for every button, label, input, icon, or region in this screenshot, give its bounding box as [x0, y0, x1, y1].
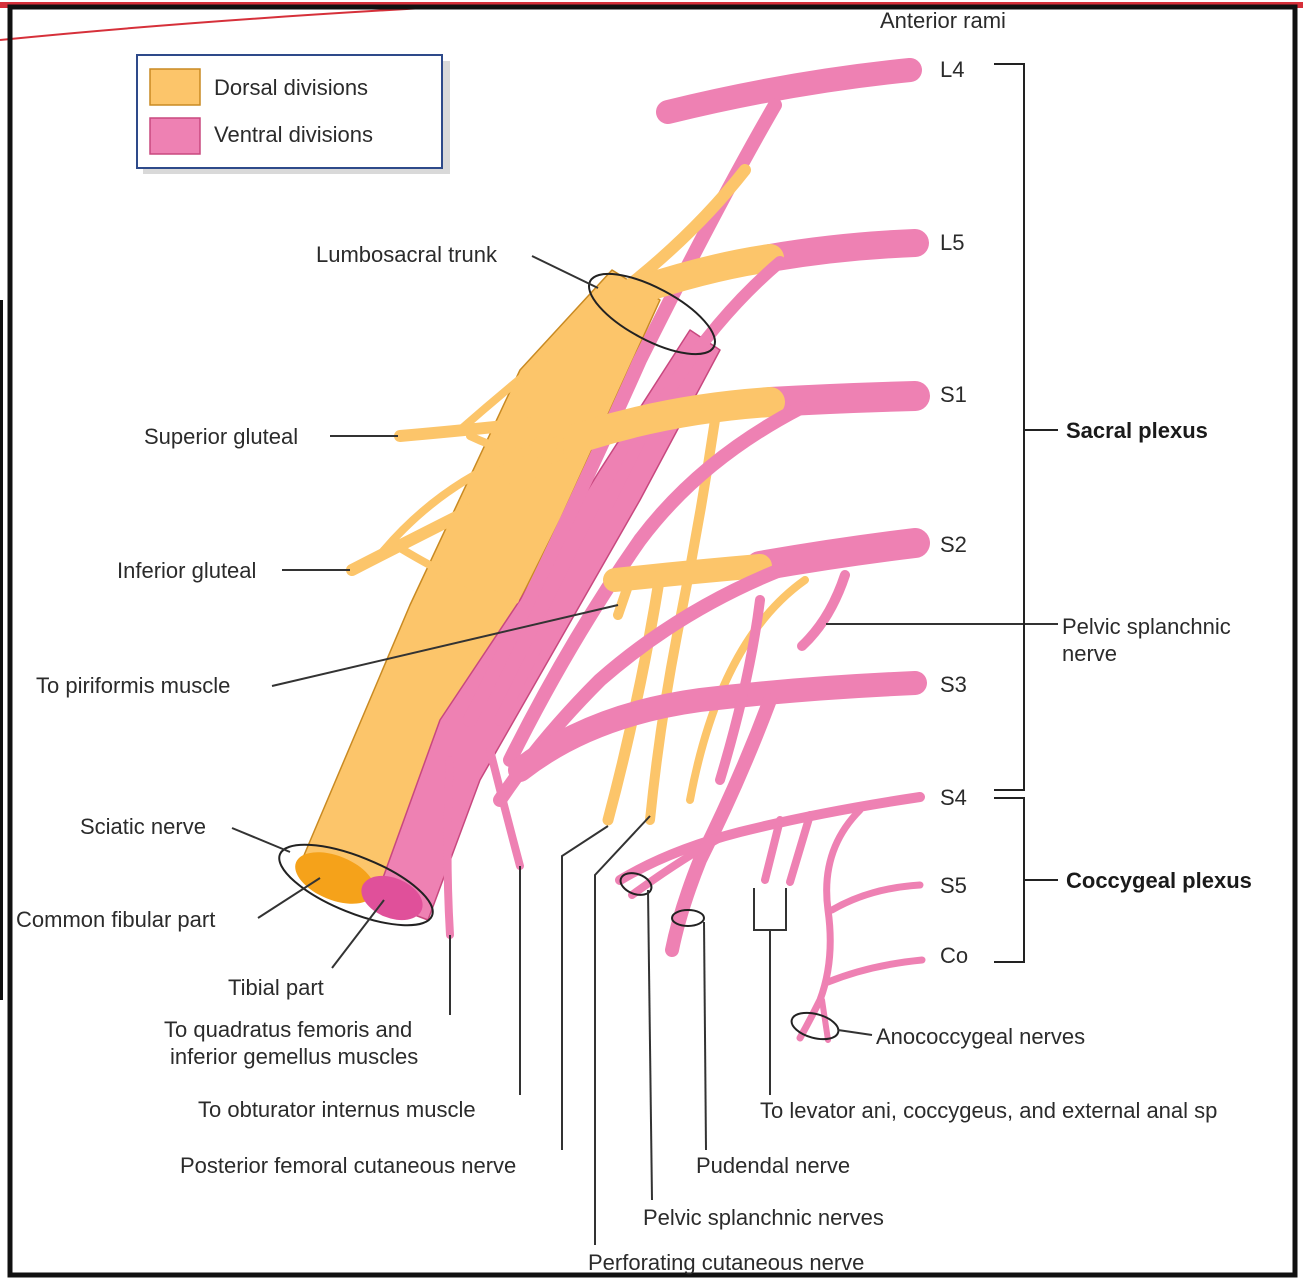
- sciatic-nerve-label: Sciatic nerve: [80, 814, 206, 839]
- anococcygeal-label: Anococcygeal nerves: [876, 1024, 1085, 1049]
- pelvic-splanchnic-nerves-label: Pelvic splanchnic nerves: [643, 1205, 884, 1230]
- anterior-rami-label: Anterior rami: [880, 8, 1006, 33]
- s1-ramus-ventral: [770, 396, 915, 402]
- left-edge-bar: [0, 300, 3, 1000]
- ramus-label-s5: S5: [940, 873, 967, 898]
- common-fibular-label: Common fibular part: [16, 907, 215, 932]
- sacral-plexus-label: Sacral plexus: [1066, 418, 1208, 443]
- to-piriformis-label: To piriformis muscle: [36, 673, 230, 698]
- ramus-label-l5: L5: [940, 230, 964, 255]
- ramus-label-s4: S4: [940, 785, 967, 810]
- legend-swatch-dorsal: [150, 69, 200, 105]
- coccygeal-plexus-label: Coccygeal plexus: [1066, 868, 1252, 893]
- to-quadratus-label-2: inferior gemellus muscles: [170, 1044, 418, 1069]
- pudendal-label: Pudendal nerve: [696, 1153, 850, 1178]
- tibial-part-label: Tibial part: [228, 975, 324, 1000]
- to-obturator-label: To obturator internus muscle: [198, 1097, 476, 1122]
- ramus-label-co: Co: [940, 943, 968, 968]
- perforating-cutaneous-label: Perforating cutaneous nerve: [588, 1250, 864, 1275]
- s2-ramus-dorsal: [615, 566, 760, 580]
- legend: Dorsal divisions Ventral divisions: [137, 55, 450, 174]
- pelvic-splanchnic-nerve-label-2: nerve: [1062, 641, 1117, 666]
- legend-label-ventral: Ventral divisions: [214, 122, 373, 147]
- inferior-gluteal-label: Inferior gluteal: [117, 558, 256, 583]
- ramus-label-s2: S2: [940, 532, 967, 557]
- ramus-label-s1: S1: [940, 382, 967, 407]
- posterior-femoral-label: Posterior femoral cutaneous nerve: [180, 1153, 516, 1178]
- superior-gluteal-label: Superior gluteal: [144, 424, 298, 449]
- l5-ramus-ventral: [770, 243, 915, 258]
- to-quadratus-label-1: To quadratus femoris and: [164, 1017, 412, 1042]
- quadratus-femoris-nerve: [448, 760, 451, 935]
- lumbosacral-trunk-label: Lumbosacral trunk: [316, 242, 498, 267]
- legend-swatch-ventral: [150, 118, 200, 154]
- pelvic-splanchnic-nerve-label-1: Pelvic splanchnic: [1062, 614, 1231, 639]
- to-levator-label: To levator ani, coccygeus, and external …: [760, 1098, 1217, 1123]
- ramus-label-s3: S3: [940, 672, 967, 697]
- legend-label-dorsal: Dorsal divisions: [214, 75, 368, 100]
- ramus-label-l4: L4: [940, 57, 964, 82]
